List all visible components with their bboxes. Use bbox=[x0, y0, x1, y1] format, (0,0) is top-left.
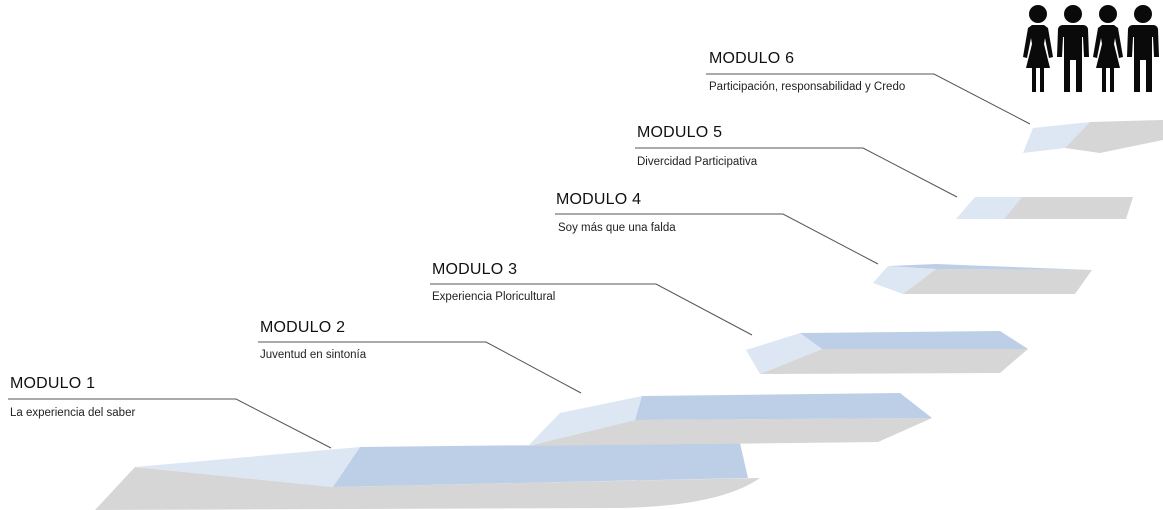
step-1 bbox=[95, 443, 760, 510]
woman-icon bbox=[1093, 5, 1123, 92]
module-1-title: MODULO 1 bbox=[10, 375, 96, 392]
module-5-title: MODULO 5 bbox=[637, 124, 723, 141]
step-4 bbox=[873, 264, 1092, 294]
people-group-icon bbox=[1020, 2, 1163, 92]
module-2-description: Juventud en sintonía bbox=[260, 349, 367, 361]
module-1-description: La experiencia del saber bbox=[10, 407, 136, 419]
man-icon bbox=[1057, 5, 1089, 92]
leader-line-3 bbox=[430, 283, 753, 336]
step-3 bbox=[746, 331, 1028, 374]
step-2 bbox=[528, 393, 932, 446]
module-5-description: Divercidad Participativa bbox=[637, 156, 758, 168]
woman-icon bbox=[1023, 5, 1053, 92]
step-6 bbox=[1023, 120, 1163, 153]
leader-line-2 bbox=[258, 341, 582, 394]
module-6-title: MODULO 6 bbox=[709, 50, 795, 67]
module-3-description: Experiencia Ploricultural bbox=[432, 291, 556, 303]
man-icon bbox=[1127, 5, 1159, 92]
step-5 bbox=[956, 197, 1133, 219]
leader-line-6 bbox=[706, 73, 1031, 125]
module-4-title: MODULO 4 bbox=[556, 191, 642, 208]
module-2-title: MODULO 2 bbox=[260, 319, 346, 336]
leader-line-4 bbox=[555, 213, 879, 265]
module-4-description: Soy más que una falda bbox=[558, 222, 676, 234]
leader-line-1 bbox=[8, 398, 332, 449]
leader-line-5 bbox=[635, 147, 958, 198]
module-6-description: Participación, responsabilidad y Credo bbox=[709, 81, 906, 93]
module-3-title: MODULO 3 bbox=[432, 261, 518, 278]
